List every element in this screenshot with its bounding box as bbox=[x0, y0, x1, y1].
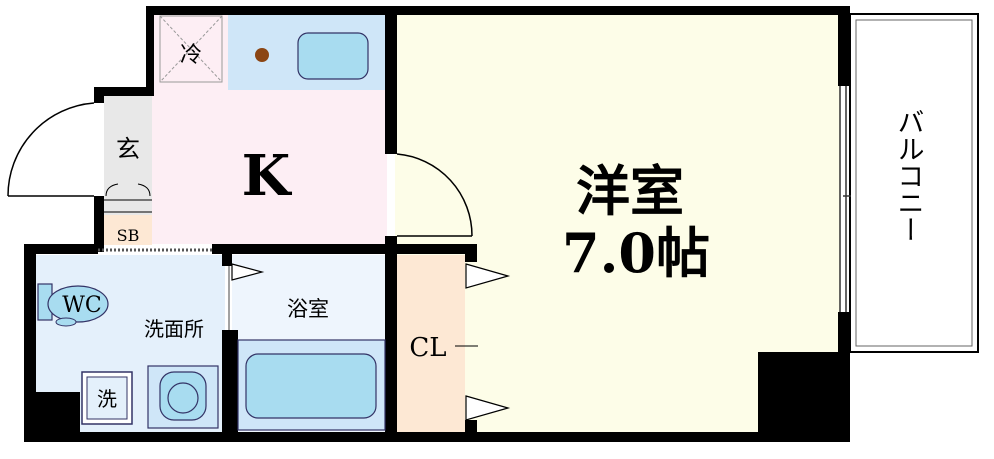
balcony-label: バルコニー bbox=[893, 108, 924, 243]
washer-label: 洗 bbox=[97, 387, 117, 411]
washer-inner bbox=[86, 376, 128, 420]
western-room-size: 7.0帖 bbox=[562, 221, 710, 285]
bathtub-icon bbox=[245, 353, 377, 419]
washroom-label: 洗面所 bbox=[144, 317, 204, 341]
shoebox-label: SB bbox=[117, 226, 140, 245]
shoebox-area bbox=[104, 215, 152, 245]
closet-label: CL bbox=[409, 333, 446, 363]
walls bbox=[24, 6, 850, 442]
balcony-inner-edge bbox=[855, 19, 973, 347]
toilet-label: WC bbox=[62, 293, 101, 318]
kitchen-label: K bbox=[242, 143, 293, 209]
entrance-label: 玄 bbox=[116, 135, 140, 163]
fridge-label: 冷 bbox=[180, 43, 202, 68]
balcony-window bbox=[839, 86, 851, 312]
closet-doors bbox=[465, 263, 511, 421]
shoebox-doors bbox=[104, 183, 152, 213]
fridge-mark bbox=[159, 15, 223, 83]
bathroom-door bbox=[231, 263, 265, 281]
stove-burner-icon bbox=[255, 48, 269, 62]
western-room-name: 洋室 bbox=[576, 159, 684, 223]
entrance-door bbox=[7, 102, 95, 197]
balcony-area bbox=[849, 13, 979, 353]
closet-area bbox=[397, 255, 465, 432]
toilet-icon bbox=[37, 283, 109, 323]
western-room-door bbox=[396, 153, 473, 237]
wash-basin-bowl bbox=[167, 382, 199, 414]
kitchen-sink-icon bbox=[297, 32, 369, 80]
bathroom-label: 浴室 bbox=[287, 297, 329, 321]
toilet-base bbox=[55, 317, 77, 327]
